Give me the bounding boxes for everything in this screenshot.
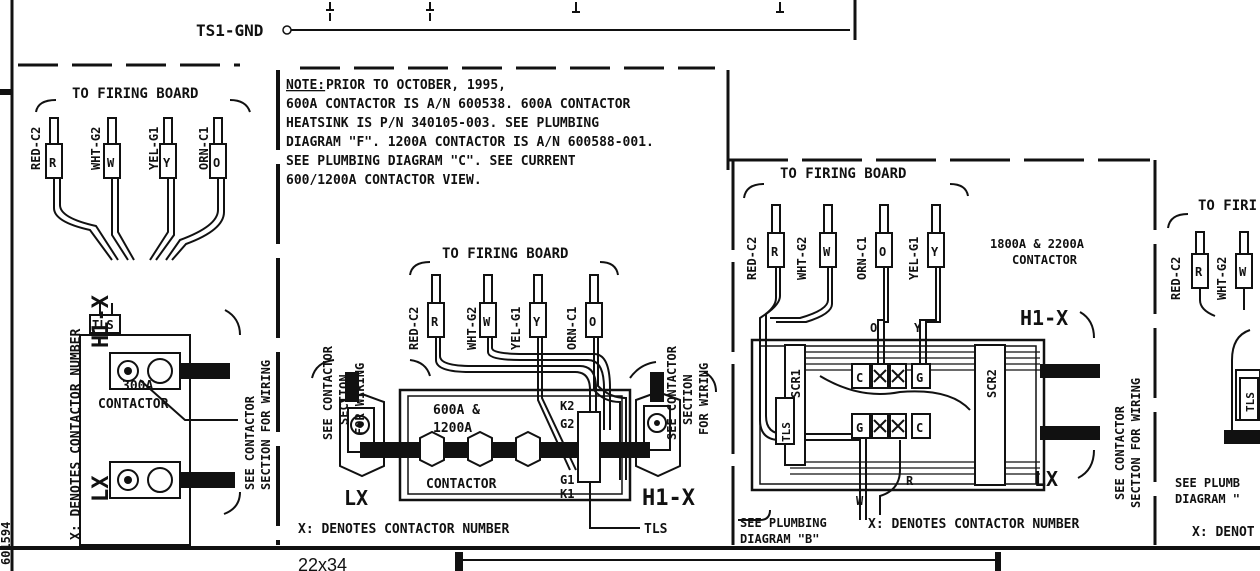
p1800-wire-2: WHT-G2 — [795, 237, 809, 280]
p300-denotes: X: DENOTES CONTACTOR NUMBER — [69, 329, 84, 540]
p600-contactor-label: CONTACTOR — [426, 477, 497, 492]
p300-wire-4: ORN-C1 — [197, 127, 211, 170]
p1800-scr2: SCR2 — [985, 369, 999, 398]
p1800-contactor-1: 1800A & 2200A — [990, 237, 1085, 251]
panel-partial: TO FIRI RED-C2 WHT-G2 R W TLS SEE PLUMB … — [1167, 198, 1260, 540]
pp-tls: TLS — [1244, 392, 1257, 412]
p1800-term-1: R — [771, 245, 779, 259]
p600-side-right-3: FOR WIRING — [697, 363, 711, 435]
p600-pin-k1: K1 — [560, 487, 574, 501]
p1800-wire-4: YEL-G1 — [907, 237, 921, 280]
p1800-block-bottom-g: G — [856, 421, 863, 435]
pp-wire-1: RED-C2 — [1169, 257, 1183, 300]
p1800-side-1: SEE CONTACTOR — [1113, 405, 1127, 500]
p600-h1x: H1-X — [642, 486, 695, 511]
p300-tls: TLS — [92, 318, 114, 332]
p600-term-2: W — [483, 315, 491, 329]
p600-wire-1: RED-C2 — [407, 307, 421, 350]
p1800-r-label: R — [906, 474, 914, 488]
p600-side-right-2: SECTION — [681, 374, 695, 425]
p600-term-1: R — [431, 315, 439, 329]
p600-to-firing-board: TO FIRING BOARD — [442, 246, 568, 262]
p600-denotes: X: DENOTES CONTACTOR NUMBER — [298, 522, 509, 537]
p300-term-4: O — [213, 156, 220, 170]
p600-pin-g2: G2 — [560, 417, 574, 431]
p1800-side-2: SECTION FOR WIRING — [1129, 378, 1143, 508]
p600-pin-k2: K2 — [560, 399, 574, 413]
ts1-gnd-label: TS1-GND — [196, 21, 263, 40]
p1800-w-label: W — [856, 494, 864, 508]
panel-600a-1200a: NOTE: PRIOR TO OCTOBER, 1995, 600A CONTA… — [286, 78, 717, 537]
p600-term-4: O — [589, 315, 596, 329]
p600-note-label: NOTE: — [286, 78, 325, 93]
p300-contactor-2: CONTACTOR — [98, 397, 169, 412]
p300-wire-3: YEL-G1 — [147, 127, 161, 170]
pp-term-2: W — [1239, 265, 1247, 279]
pp-wire-2: WHT-G2 — [1215, 257, 1229, 300]
p600-wire-3: YEL-G1 — [509, 307, 523, 350]
p1800-wire-1: RED-C2 — [745, 237, 759, 280]
p1800-tls: TLS — [780, 422, 793, 442]
p1800-scr1: SCR1 — [789, 369, 803, 398]
p1800-o-label: O — [870, 321, 877, 335]
p1800-block-top-g: G — [916, 371, 923, 385]
p1800-term-4: Y — [931, 245, 939, 259]
panel-1800a-2200a: TO FIRING BOARD RED-C2 WHT-G2 ORN-C1 YEL… — [738, 166, 1143, 546]
p300-side-1: SEE CONTACTOR — [243, 395, 257, 490]
p1800-term-3: O — [879, 245, 886, 259]
p600-lx: LX — [344, 486, 368, 510]
p1800-denotes: X: DENOTES CONTACTOR NUMBER — [868, 517, 1079, 532]
p300-contactor-1: 300A — [122, 379, 153, 394]
p1800-h1x: H1-X — [1020, 306, 1068, 330]
p300-wire-1: RED-C2 — [29, 127, 43, 170]
p300-wire-2: WHT-G2 — [89, 127, 103, 170]
p600-wire-2: WHT-G2 — [465, 307, 479, 350]
p1800-term-2: W — [823, 245, 831, 259]
p600-note-5: SEE PLUMBING DIAGRAM "C". SEE CURRENT — [286, 154, 576, 169]
p1800-plumb-2: DIAGRAM "B" — [740, 532, 819, 546]
p1800-block-top-c: C — [856, 371, 863, 385]
p300-to-firing-board: TO FIRING BOARD — [72, 86, 198, 102]
p600-contactor-1: 600A & — [433, 403, 480, 418]
p600-contactor-2: 1200A — [433, 421, 472, 436]
p1800-contactor-2: CONTACTOR — [1012, 253, 1078, 267]
p600-tls: TLS — [644, 522, 668, 537]
panel-300a: TO FIRING BOARD RED-C2 WHT-G2 YEL-G1 ORN… — [29, 86, 273, 546]
p300-term-3: Y — [163, 156, 171, 170]
p600-note-1: PRIOR TO OCTOBER, 1995, — [326, 78, 506, 93]
p1800-block-bottom-c: C — [916, 421, 923, 435]
p300-h1x: H1-X — [89, 295, 114, 348]
margin-code: 601594 — [0, 522, 13, 565]
p600-side-left-1: SEE CONTACTOR — [321, 345, 335, 440]
p600-term-3: Y — [533, 315, 541, 329]
p600-side-right-1: SEE CONTACTOR — [665, 345, 679, 440]
p600-note-3: HEATSINK IS P/N 340105-003. SEE PLUMBING — [286, 116, 599, 131]
p1800-plumb-1: SEE PLUMBING — [740, 516, 827, 530]
p600-note-6: 600/1200A CONTACTOR VIEW. — [286, 173, 482, 188]
top-strip: TS1-GND — [0, 0, 857, 571]
panel-dividers — [0, 70, 1260, 571]
p600-note-2: 600A CONTACTOR IS A/N 600538. 600A CONTA… — [286, 97, 631, 112]
p300-side-2: SECTION FOR WIRING — [259, 360, 273, 490]
p600-note-4: DIAGRAM "F". 1200A CONTACTOR IS A/N 6005… — [286, 135, 654, 150]
sheet-size: 22x34 — [298, 555, 347, 571]
p300-term-1: R — [49, 156, 57, 170]
p1800-to-firing-board: TO FIRING BOARD — [780, 166, 906, 182]
p600-wire-4: ORN-C1 — [565, 307, 579, 350]
p600-pin-g1: G1 — [560, 473, 574, 487]
p1800-y-label: Y — [914, 321, 922, 335]
pp-to-firing-board: TO FIRI — [1198, 198, 1257, 214]
pp-plumb-2: DIAGRAM " — [1175, 492, 1240, 506]
p1800-lx: LX — [1034, 467, 1058, 491]
pp-term-1: R — [1195, 265, 1203, 279]
p1800-wire-3: ORN-C1 — [855, 237, 869, 280]
p300-term-2: W — [107, 156, 115, 170]
p300-lx: LX — [89, 476, 114, 503]
pp-denotes: X: DENOT — [1192, 525, 1255, 540]
pp-plumb-1: SEE PLUMB — [1175, 476, 1240, 490]
